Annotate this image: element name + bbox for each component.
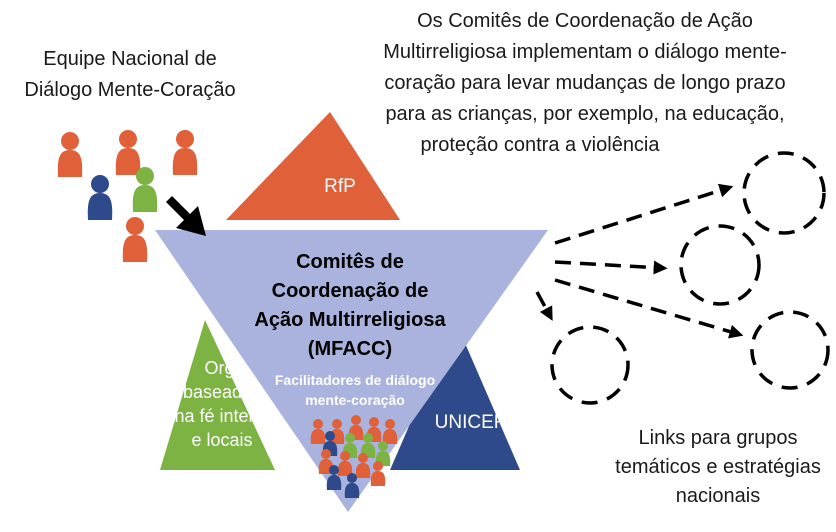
link-arrow-4 bbox=[535, 291, 553, 321]
committees-note-line: proteção contra a violência bbox=[420, 134, 660, 156]
team-label: Equipe Nacional de Diálogo Mente-Coração bbox=[0, 44, 260, 106]
team-arrow-icon bbox=[166, 196, 206, 236]
committees-note: Os Comitês de Coordenação de Ação Multir… bbox=[350, 6, 820, 161]
mfacc-title-line: (MFACC) bbox=[307, 338, 393, 360]
committees-note-line: coração para levar mudanças de longo pra… bbox=[384, 72, 786, 94]
mfacc-title-line: Ação Multirreligiosa bbox=[254, 309, 446, 331]
target-group-circle-4 bbox=[550, 325, 630, 405]
facilitators-label-line: Facilitadores de diálogo bbox=[274, 372, 436, 388]
rfp-label: RfP bbox=[324, 176, 356, 197]
faith-org-label: Org. baseadas na fé intern. e locais bbox=[168, 356, 276, 452]
links-note: Links para grupos temáticos e estratégia… bbox=[600, 424, 836, 511]
links-note-line: Links para grupos bbox=[638, 427, 798, 449]
faith-org-label-line: baseadas bbox=[182, 382, 262, 402]
unicef-label: UNICEF bbox=[434, 412, 506, 433]
committees-note-line: para as crianças, por exemplo, na educaç… bbox=[385, 103, 785, 125]
facilitators-label: Facilitadores de diálogo mente-coração bbox=[255, 370, 455, 410]
target-group-circle-2 bbox=[679, 224, 761, 306]
rfp-triangle bbox=[226, 112, 400, 220]
faith-org-label-line: e locais bbox=[191, 430, 253, 450]
target-group-circle-1 bbox=[742, 151, 826, 235]
faith-org-label-line: na fé intern. bbox=[174, 406, 270, 426]
faith-org-label-line: Org. bbox=[204, 358, 240, 378]
links-note-line: nacionais bbox=[675, 485, 761, 507]
mfacc-triangle bbox=[155, 230, 548, 512]
link-arrow-3 bbox=[554, 278, 744, 339]
committees-note-line: Multirreligiosa implementam o diálogo me… bbox=[383, 41, 787, 63]
link-arrow-1 bbox=[554, 183, 734, 245]
target-group-circle-3 bbox=[750, 310, 830, 390]
link-arrow-2 bbox=[554, 260, 668, 275]
mfacc-title-line: Coordenação de bbox=[271, 280, 429, 302]
team-label-line: Diálogo Mente-Coração bbox=[24, 79, 236, 101]
faith-org-triangle bbox=[160, 320, 275, 470]
mfacc-title-line: Comitês de bbox=[296, 251, 404, 273]
unicef-triangle bbox=[390, 320, 520, 470]
committees-note-line: Os Comitês de Coordenação de Ação bbox=[417, 10, 753, 32]
team-label-line: Equipe Nacional de bbox=[43, 48, 217, 70]
facilitators-label-line: mente-coração bbox=[305, 392, 405, 408]
links-note-line: temáticos e estratégias bbox=[615, 456, 821, 478]
mfacc-title: Comitês de Coordenação de Ação Multirrel… bbox=[220, 248, 480, 364]
